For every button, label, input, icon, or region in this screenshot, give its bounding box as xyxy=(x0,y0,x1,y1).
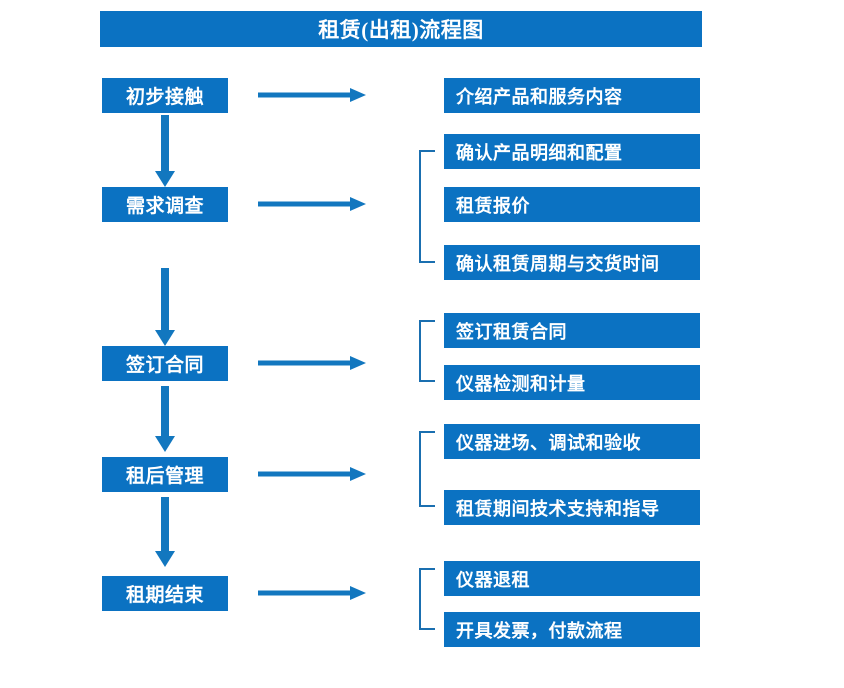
detail-box-4-1[interactable]: 仪器进场、调试和验收 xyxy=(444,424,700,459)
right-arrow-icon-2 xyxy=(258,197,366,211)
stage-box-5[interactable]: 租期结束 xyxy=(102,576,228,611)
stage-box-2[interactable]: 需求调查 xyxy=(102,187,228,222)
flowchart-title: 租赁(出租)流程图 xyxy=(100,11,702,47)
group-bracket-icon-2 xyxy=(419,150,435,263)
detail-box-2-3[interactable]: 确认租赁周期与交货时间 xyxy=(444,245,700,280)
down-arrow-icon-2 xyxy=(155,268,175,346)
stage-box-3[interactable]: 签订合同 xyxy=(102,346,228,381)
right-arrow-icon-3 xyxy=(258,356,366,370)
detail-box-5-2[interactable]: 开具发票，付款流程 xyxy=(444,612,700,647)
group-bracket-icon-4 xyxy=(419,431,435,507)
detail-box-3-1[interactable]: 签订租赁合同 xyxy=(444,313,700,348)
group-bracket-icon-5 xyxy=(419,568,435,630)
detail-box-3-2[interactable]: 仪器检测和计量 xyxy=(444,365,700,400)
stage-box-1[interactable]: 初步接触 xyxy=(102,78,228,113)
right-arrow-icon-1 xyxy=(258,88,366,102)
detail-box-4-2[interactable]: 租赁期间技术支持和指导 xyxy=(444,490,700,525)
detail-box-5-1[interactable]: 仪器退租 xyxy=(444,561,700,596)
detail-box-2-2[interactable]: 租赁报价 xyxy=(444,187,700,222)
right-arrow-icon-5 xyxy=(258,586,366,600)
down-arrow-icon-4 xyxy=(155,497,175,567)
right-arrow-icon-4 xyxy=(258,467,366,481)
down-arrow-icon-3 xyxy=(155,386,175,452)
detail-box-2-1[interactable]: 确认产品明细和配置 xyxy=(444,134,700,169)
detail-box-1-1[interactable]: 介绍产品和服务内容 xyxy=(444,78,700,113)
down-arrow-icon-1 xyxy=(155,115,175,187)
stage-box-4[interactable]: 租后管理 xyxy=(102,457,228,492)
group-bracket-icon-3 xyxy=(419,320,435,382)
